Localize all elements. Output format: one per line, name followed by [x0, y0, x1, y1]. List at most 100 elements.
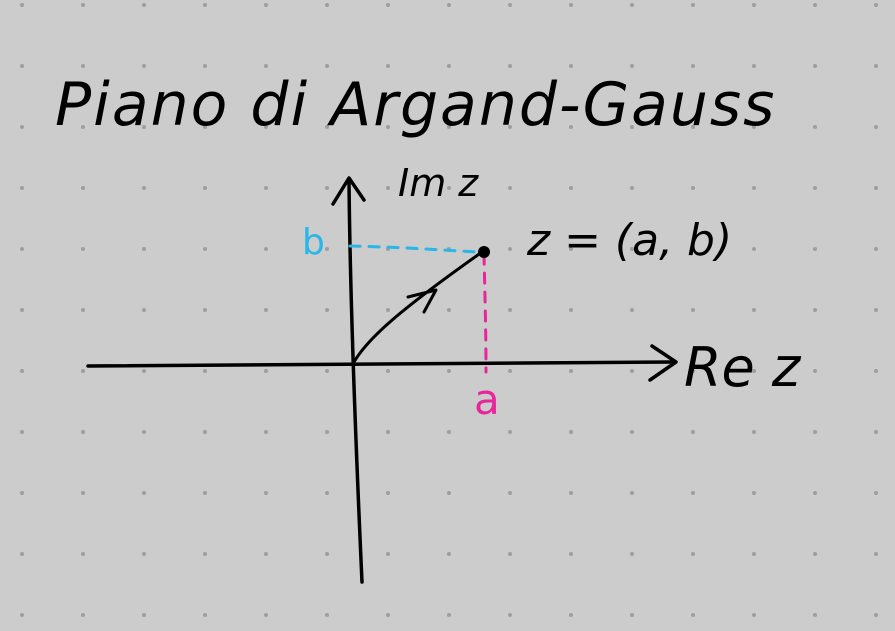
- grid-dot: [325, 491, 329, 495]
- grid-dot: [81, 613, 85, 617]
- grid-dot: [325, 247, 329, 251]
- grid-dot: [386, 64, 390, 68]
- page-title: Piano di Argand-Gauss: [55, 70, 776, 140]
- grid-dot: [142, 552, 146, 556]
- grid-dot: [508, 3, 512, 7]
- grid-dot: [508, 186, 512, 190]
- grid-dot: [142, 3, 146, 7]
- grid-dot: [569, 552, 573, 556]
- grid-dot: [142, 491, 146, 495]
- grid-dot: [691, 186, 695, 190]
- grid-dot: [569, 613, 573, 617]
- grid-dot: [691, 369, 695, 373]
- grid-dot: [813, 186, 817, 190]
- grid-dot: [447, 186, 451, 190]
- grid-dot: [142, 308, 146, 312]
- grid-dot: [874, 64, 878, 68]
- grid-dot: [874, 613, 878, 617]
- grid-dot: [20, 430, 24, 434]
- grid-dot: [447, 125, 451, 129]
- grid-dot: [325, 552, 329, 556]
- grid-dot: [325, 186, 329, 190]
- grid-dot: [386, 308, 390, 312]
- vector-z: [352, 250, 484, 364]
- grid-dot: [691, 308, 695, 312]
- imaginary-projection-line: [348, 244, 480, 254]
- grid-dot: [630, 186, 634, 190]
- grid-dot: [325, 64, 329, 68]
- grid-dot: [386, 3, 390, 7]
- imaginary-axis-label: Im z: [398, 161, 479, 205]
- grid-dot: [203, 125, 207, 129]
- grid-dot: [142, 186, 146, 190]
- grid-dot: [691, 3, 695, 7]
- grid-dot: [569, 125, 573, 129]
- grid-dot: [264, 247, 268, 251]
- grid-dot: [569, 491, 573, 495]
- grid-dot: [752, 125, 756, 129]
- vector-z-arrowhead: [406, 288, 438, 314]
- grid-dot: [874, 186, 878, 190]
- point-z-label: z = (a, b): [526, 215, 732, 266]
- point-z: [478, 246, 490, 258]
- real-axis: [86, 360, 674, 368]
- grid-dot: [81, 369, 85, 373]
- imaginary-axis-arrowhead: [331, 176, 366, 206]
- grid-dot: [264, 186, 268, 190]
- grid-dot: [20, 552, 24, 556]
- grid-dot: [630, 308, 634, 312]
- grid-dot: [20, 369, 24, 373]
- grid-dot: [691, 491, 695, 495]
- grid-dot: [142, 247, 146, 251]
- grid-dot: [20, 247, 24, 251]
- grid-dot: [325, 430, 329, 434]
- grid-dot: [874, 552, 878, 556]
- grid-dot: [386, 613, 390, 617]
- grid-dot: [447, 3, 451, 7]
- grid-dot: [447, 613, 451, 617]
- grid-dot: [325, 613, 329, 617]
- grid-dot: [630, 430, 634, 434]
- grid-dot: [325, 308, 329, 312]
- grid-dot: [142, 613, 146, 617]
- grid-dot: [81, 64, 85, 68]
- grid-dot: [20, 491, 24, 495]
- grid-dot: [569, 369, 573, 373]
- grid-dot: [386, 552, 390, 556]
- grid-dot: [630, 125, 634, 129]
- grid-dot: [752, 3, 756, 7]
- grid-dot: [81, 125, 85, 129]
- grid-dot: [813, 430, 817, 434]
- grid-dot: [81, 552, 85, 556]
- grid-dot: [386, 125, 390, 129]
- grid-dot: [813, 125, 817, 129]
- grid-dot: [203, 430, 207, 434]
- grid-dot: [81, 247, 85, 251]
- grid-dot: [813, 64, 817, 68]
- grid-dot: [691, 430, 695, 434]
- grid-dot: [508, 308, 512, 312]
- grid-dot: [752, 186, 756, 190]
- grid-dot: [874, 491, 878, 495]
- grid-dot: [325, 369, 329, 373]
- grid-dot: [386, 369, 390, 373]
- imaginary-part-label: b: [302, 222, 325, 263]
- grid-dot: [874, 430, 878, 434]
- grid-dot: [569, 186, 573, 190]
- grid-dot: [752, 430, 756, 434]
- grid-dot: [20, 308, 24, 312]
- real-part-label: a: [474, 375, 500, 424]
- grid-dot: [20, 186, 24, 190]
- grid-dot: [447, 430, 451, 434]
- grid-dot: [325, 125, 329, 129]
- grid-dot: [874, 125, 878, 129]
- grid-dot: [81, 491, 85, 495]
- grid-dot: [20, 3, 24, 7]
- grid-dot: [691, 552, 695, 556]
- grid-dot: [81, 3, 85, 7]
- grid-dot: [203, 613, 207, 617]
- grid-dot: [81, 186, 85, 190]
- grid-dot: [874, 369, 878, 373]
- grid-dot: [630, 3, 634, 7]
